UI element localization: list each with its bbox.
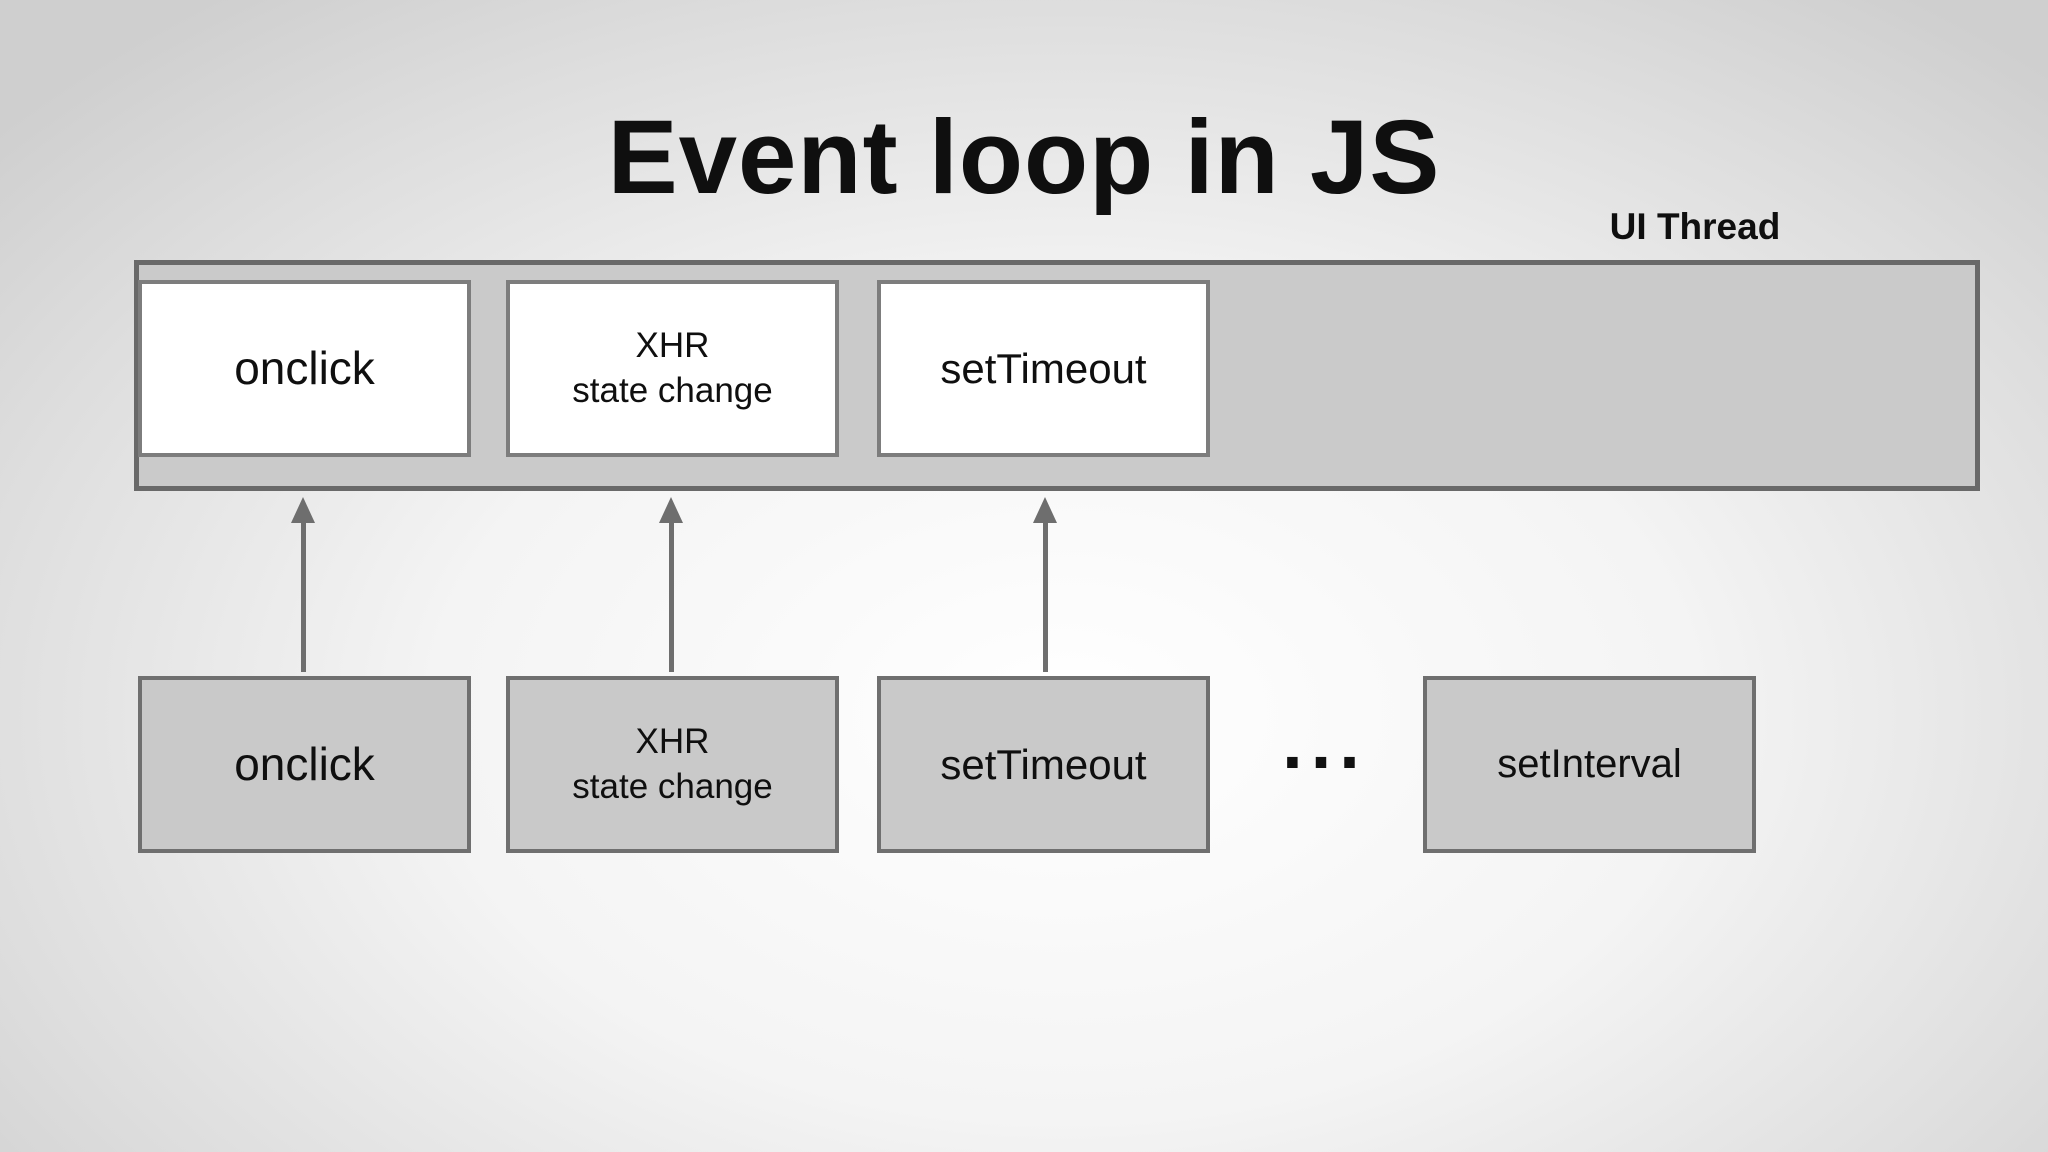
up-arrow-settimeout: [1033, 497, 1057, 672]
arrow-shaft: [668, 523, 674, 672]
up-arrow-xhr-state-change: [659, 497, 683, 672]
up-arrow-onclick: [291, 497, 315, 672]
ui-thread-label: UI Thread: [1609, 206, 1781, 247]
queue-box-onclick: onclick: [138, 280, 471, 457]
source-box-settimeout: setTimeout: [877, 676, 1210, 853]
more-sources-ellipsis: ...: [1282, 701, 1368, 784]
source-box-onclick: onclick: [138, 676, 471, 853]
source-box-xhr-state-change: XHR state change: [506, 676, 839, 853]
arrow-shaft: [300, 523, 306, 672]
slide-title: Event loop in JS: [607, 99, 1441, 216]
arrowhead-icon: [659, 497, 683, 523]
queue-box-xhr-state-change: XHR state change: [506, 280, 839, 457]
queue-box-settimeout: setTimeout: [877, 280, 1210, 457]
arrow-shaft: [1042, 523, 1048, 672]
source-box-setinterval: setInterval: [1423, 676, 1756, 853]
arrowhead-icon: [291, 497, 315, 523]
arrowhead-icon: [1033, 497, 1057, 523]
